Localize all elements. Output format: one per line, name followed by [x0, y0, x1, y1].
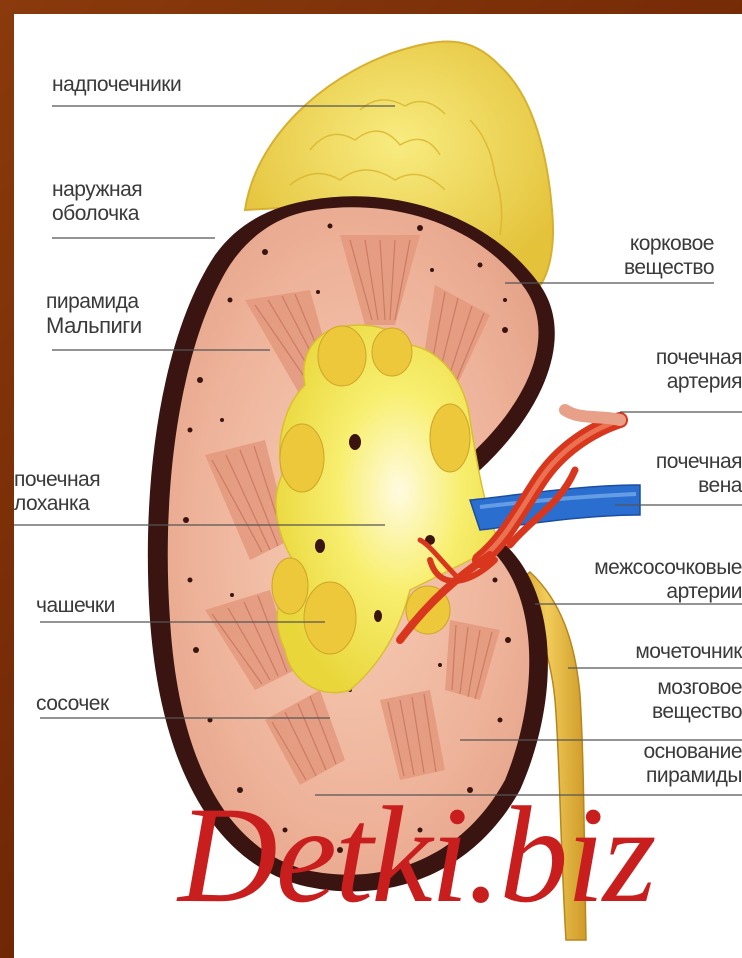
label-renal-vein: почечная вена: [656, 450, 742, 498]
label-renal-pelvis: почечная лоханка: [14, 468, 100, 516]
label-outer-capsule: наружная оболочка: [52, 178, 142, 226]
label-pyramid-base: основание пирамиды: [643, 740, 742, 788]
label-cortex: корковое вещество: [624, 232, 714, 280]
label-adrenal: надпочечники: [52, 73, 181, 97]
watermark: Detki.biz: [178, 780, 654, 930]
label-papilla: сосочек: [36, 692, 109, 716]
label-medulla: мозговое вещество: [652, 676, 742, 724]
label-renal-artery: почечная артерия: [656, 346, 742, 394]
renal-vein: [470, 485, 640, 530]
label-ureter: мочеточник: [635, 640, 742, 664]
label-interlobar-arteries: межсосочковые артерии: [594, 556, 742, 604]
label-malpighi-pyramid: пирамида Мальпиги: [46, 290, 142, 338]
label-calyces: чашечки: [36, 594, 115, 618]
